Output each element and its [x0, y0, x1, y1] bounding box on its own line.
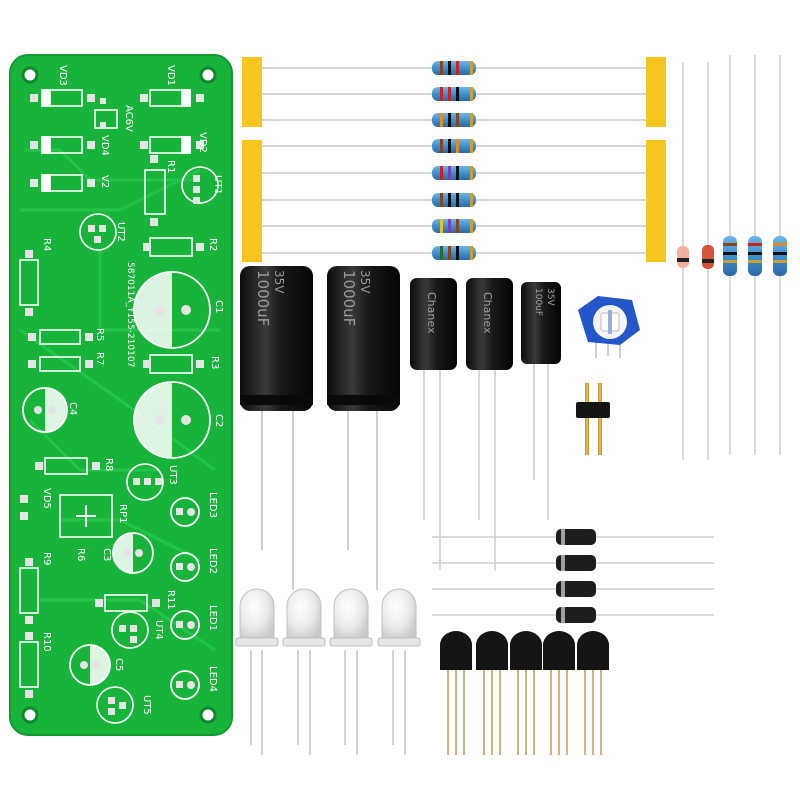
large-capacitor-1: 1000uF 35V [240, 266, 313, 590]
resistor-band [440, 166, 443, 180]
resistor-band [448, 139, 451, 153]
label-r7: R7 [94, 352, 105, 365]
resistor-band [448, 193, 451, 207]
resistor-band [470, 87, 473, 101]
resistor-band [448, 61, 451, 75]
trimmer-potentiometer [578, 296, 640, 358]
label-ut3: UT3 [167, 465, 178, 485]
resistor-band [456, 219, 459, 233]
resistor-band [456, 166, 459, 180]
resistor-band [470, 139, 473, 153]
label-r5: R5 [94, 328, 105, 341]
label-r10: R10 [41, 632, 52, 652]
label-ut2: UT2 [115, 222, 126, 242]
label-led2: LED2 [207, 548, 218, 574]
resistor-band [440, 246, 443, 260]
resistor-band [470, 219, 473, 233]
label-r11: R11 [165, 590, 176, 610]
label-led1: LED1 [207, 605, 218, 631]
resistor-band [440, 139, 443, 153]
label-c5: C5 [113, 658, 124, 671]
pin-header [576, 383, 610, 455]
resistor-band [456, 87, 459, 101]
cap1-value: 1000uF [254, 270, 272, 326]
taped-resistor [432, 193, 476, 207]
taped-resistor [432, 87, 476, 101]
resistor-band [448, 246, 451, 260]
label-r6: R6 [75, 548, 86, 561]
label-c1: C1 [213, 300, 224, 313]
label-vd2: VD2 [197, 132, 208, 153]
pcb-board: VD3 VD1 AC6V VD4 VD2 R1 V2 UT1 UT2 R4 R2… [9, 54, 233, 736]
taped-resistor [432, 113, 476, 127]
taped-resistor [432, 219, 476, 233]
taped-resistor [432, 139, 476, 153]
cap5-value: 100uF [533, 288, 543, 316]
taped-resistor [432, 61, 476, 75]
label-led3: LED3 [207, 492, 218, 518]
taped-resistor [432, 166, 476, 180]
resistor-band [440, 219, 443, 233]
resistor-band [470, 61, 473, 75]
resistor-band [456, 193, 459, 207]
cap3-brand: Chanex [425, 292, 438, 334]
label-vd5: VD5 [41, 488, 52, 509]
cap2-voltage: 35V [358, 270, 372, 294]
resistor-band [440, 193, 443, 207]
resistor-band [448, 219, 451, 233]
label-led4: LED4 [207, 666, 218, 692]
resistor-band [470, 113, 473, 127]
axial-diodes [432, 529, 714, 623]
resistor-band [470, 166, 473, 180]
resistor-band [470, 246, 473, 260]
resistor-band [456, 61, 459, 75]
resistor-band [448, 87, 451, 101]
resistor-band [440, 87, 443, 101]
label-c3: C3 [101, 548, 112, 561]
label-ac6v: AC6V [123, 105, 134, 132]
label-vd4: VD4 [99, 135, 110, 156]
resistor-band [456, 139, 459, 153]
resistor-band [448, 166, 451, 180]
large-capacitor-2: 1000uF 35V [327, 266, 400, 590]
label-rp1: RP1 [117, 504, 128, 523]
taped-resistor [432, 246, 476, 260]
label-c2: C2 [213, 414, 224, 427]
loose-vertical-parts [677, 55, 787, 460]
cap1-voltage: 35V [272, 270, 286, 294]
resistor-tape-strip [242, 57, 666, 262]
label-r2: R2 [207, 238, 218, 251]
clear-leds [235, 588, 421, 755]
label-r4: R4 [41, 238, 52, 251]
small-capacitor-3: 100uF 35V [521, 282, 561, 520]
small-capacitor-2: Chanex [466, 278, 513, 570]
cap5-voltage: 35V [545, 288, 555, 306]
label-r1: R1 [165, 160, 176, 173]
resistor-band [470, 193, 473, 207]
label-r9: R9 [41, 552, 52, 565]
label-r8: R8 [103, 458, 114, 471]
small-capacitor-1: Chanex [410, 278, 457, 570]
resistor-band [440, 113, 443, 127]
label-vd3: VD3 [57, 65, 68, 86]
resistor-band [440, 61, 443, 75]
cap2-value: 1000uF [340, 270, 358, 326]
label-ut4: UT4 [153, 620, 164, 640]
transistors [440, 631, 609, 755]
cap4-brand: Chanex [481, 292, 494, 334]
resistor-band [456, 113, 459, 127]
label-v2: V2 [99, 175, 110, 188]
resistor-band [448, 113, 451, 127]
label-ut5: UT5 [141, 695, 152, 715]
label-r3: R3 [209, 356, 220, 369]
label-c4: C4 [67, 402, 78, 415]
label-board-code: 587011A_Y155-210107 [125, 262, 135, 367]
label-vd1: VD1 [165, 65, 176, 86]
label-ut1: UT1 [212, 175, 223, 195]
resistor-band [456, 246, 459, 260]
